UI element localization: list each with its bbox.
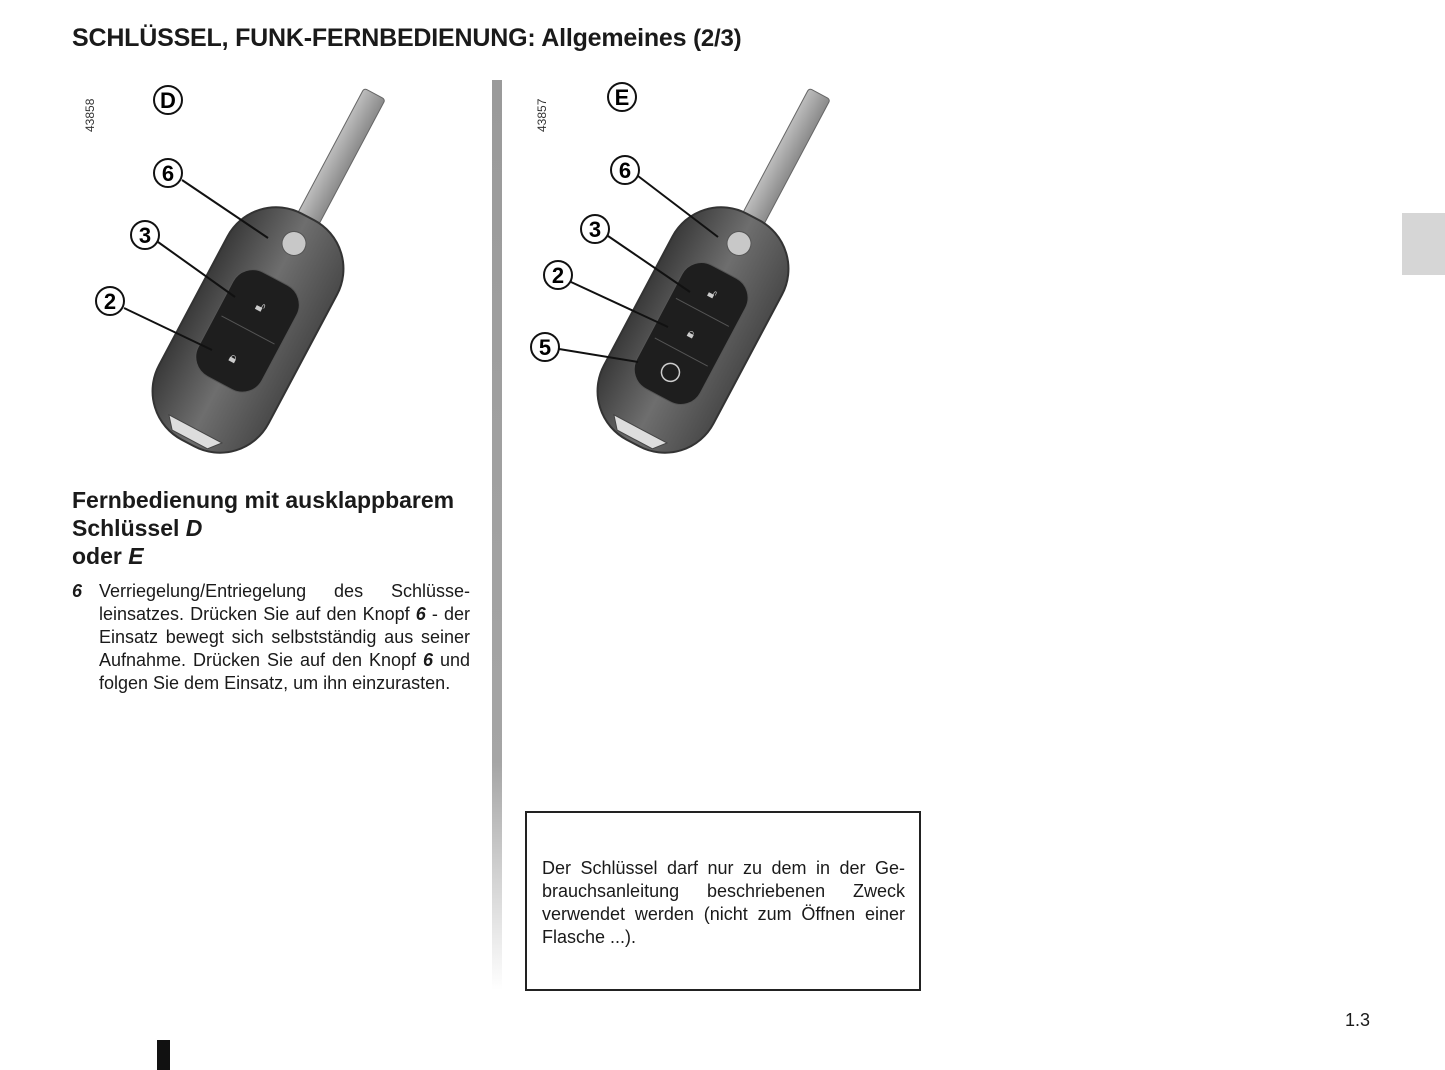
page-marker (157, 1040, 170, 1070)
key-d-illustration: 🔓︎ 🔒︎ D 6 3 2 (95, 63, 430, 474)
item-ref: 6 (422, 650, 433, 670)
key-e-illustration: 🔓︎ 🔒︎ E 6 3 2 5 (530, 63, 875, 474)
column-divider (492, 80, 502, 990)
heading-or: oder (72, 543, 129, 569)
chapter-tab (1402, 213, 1445, 275)
figure-label-d: D (160, 88, 176, 113)
section-heading: Fernbedienung mit ausklappbarem Schlüsse… (72, 486, 472, 570)
item-text-part: Verriegelung/Entriegelung des Schlüsse­l… (99, 581, 470, 624)
title-part: (2/3) (693, 25, 742, 52)
heading-text: Fernbedienung mit ausklappbarem Schlüsse… (72, 487, 455, 541)
callout-6: 6 (619, 158, 631, 183)
heading-ref-d: D (185, 515, 203, 541)
callout-3: 3 (589, 217, 601, 242)
callout-3: 3 (139, 223, 151, 248)
callout-2: 2 (104, 289, 116, 314)
heading-ref-e: E (128, 543, 144, 569)
callout-5: 5 (539, 335, 551, 360)
page-title: SCHLÜSSEL, FUNK-FERNBEDIENUNG: Allgemein… (72, 24, 742, 53)
note-text: Der Schlüssel darf nur zu dem in der Ge­… (542, 858, 905, 947)
title-text: SCHLÜSSEL, FUNK-FERNBEDIENUNG: Allgemein… (72, 24, 687, 52)
figure-label-e: E (615, 85, 630, 110)
item-ref: 6 (415, 604, 426, 624)
callout-6: 6 (162, 161, 174, 186)
list-item: 6 Verriegelung/Entriegelung des Schlüsse… (72, 580, 470, 695)
item-text: Verriegelung/Entriegelung des Schlüsse­l… (99, 580, 470, 695)
item-text-part: und folgen Sie dem Einsatz, um ihn einzu… (99, 650, 470, 693)
item-number: 6 (72, 581, 83, 601)
note-box: Der Schlüssel darf nur zu dem in der Ge­… (525, 811, 921, 991)
callout-2: 2 (552, 263, 564, 288)
page-number: 1.3 (1345, 1010, 1371, 1030)
item-text-part: - der Einsatz bewegt sich selbstständig … (99, 604, 471, 670)
